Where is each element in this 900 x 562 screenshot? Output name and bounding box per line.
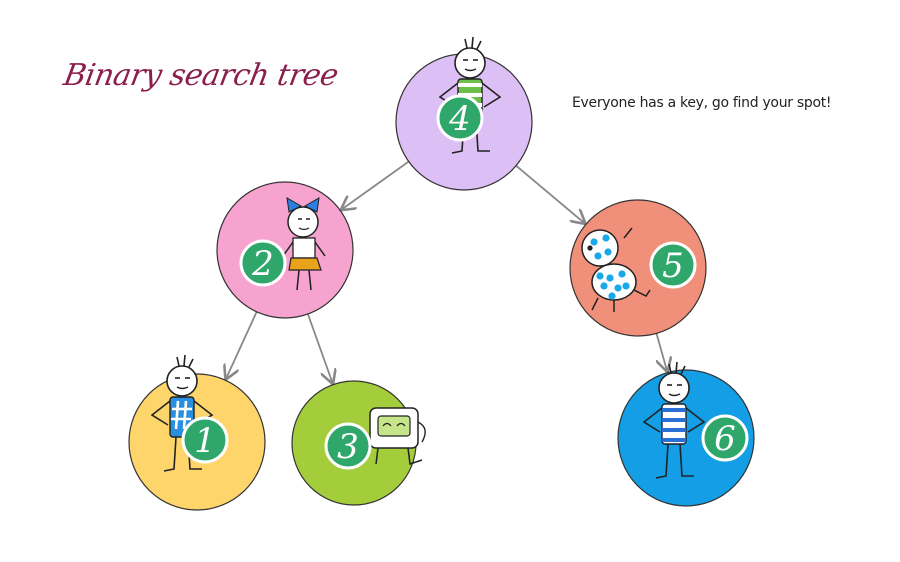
edge-2-to-1 <box>226 305 260 378</box>
key-badge-6 <box>701 414 749 462</box>
stick-figure-blue-bow-icon <box>282 197 326 291</box>
key-badge-5 <box>649 241 697 289</box>
spotted-creature-icon <box>581 227 651 312</box>
box-creature-icon <box>369 407 426 466</box>
key-badge-1 <box>181 416 229 464</box>
node-key-label: 4 <box>448 99 471 139</box>
tree-node-5: 5 <box>569 199 707 337</box>
tree-node-3: 3 <box>291 380 426 506</box>
edge-4-to-2 <box>342 157 415 209</box>
tree-node-1: 1 <box>128 354 266 511</box>
stick-figure-striped-shirt-icon <box>642 361 706 479</box>
tree-node-2: 2 <box>216 181 354 319</box>
node-key-label: 3 <box>337 427 359 467</box>
node-key-label: 6 <box>714 419 736 459</box>
edge-4-to-5 <box>510 161 584 223</box>
key-badge-4 <box>436 94 484 142</box>
diagram-tagline: Everyone has a key, go find your spot! <box>572 95 832 111</box>
tree-node-4: 4 <box>395 36 533 191</box>
key-badge-3 <box>324 422 372 470</box>
edge-5-to-6 <box>653 327 667 371</box>
node-key-label: 2 <box>251 244 274 284</box>
node-key-label: 5 <box>662 246 684 286</box>
key-badge-2 <box>239 239 287 287</box>
node-circle-2 <box>216 181 354 319</box>
edge-2-to-3 <box>305 308 333 382</box>
tree-node-6: 6 <box>617 361 755 507</box>
node-key-label: 1 <box>194 421 216 461</box>
